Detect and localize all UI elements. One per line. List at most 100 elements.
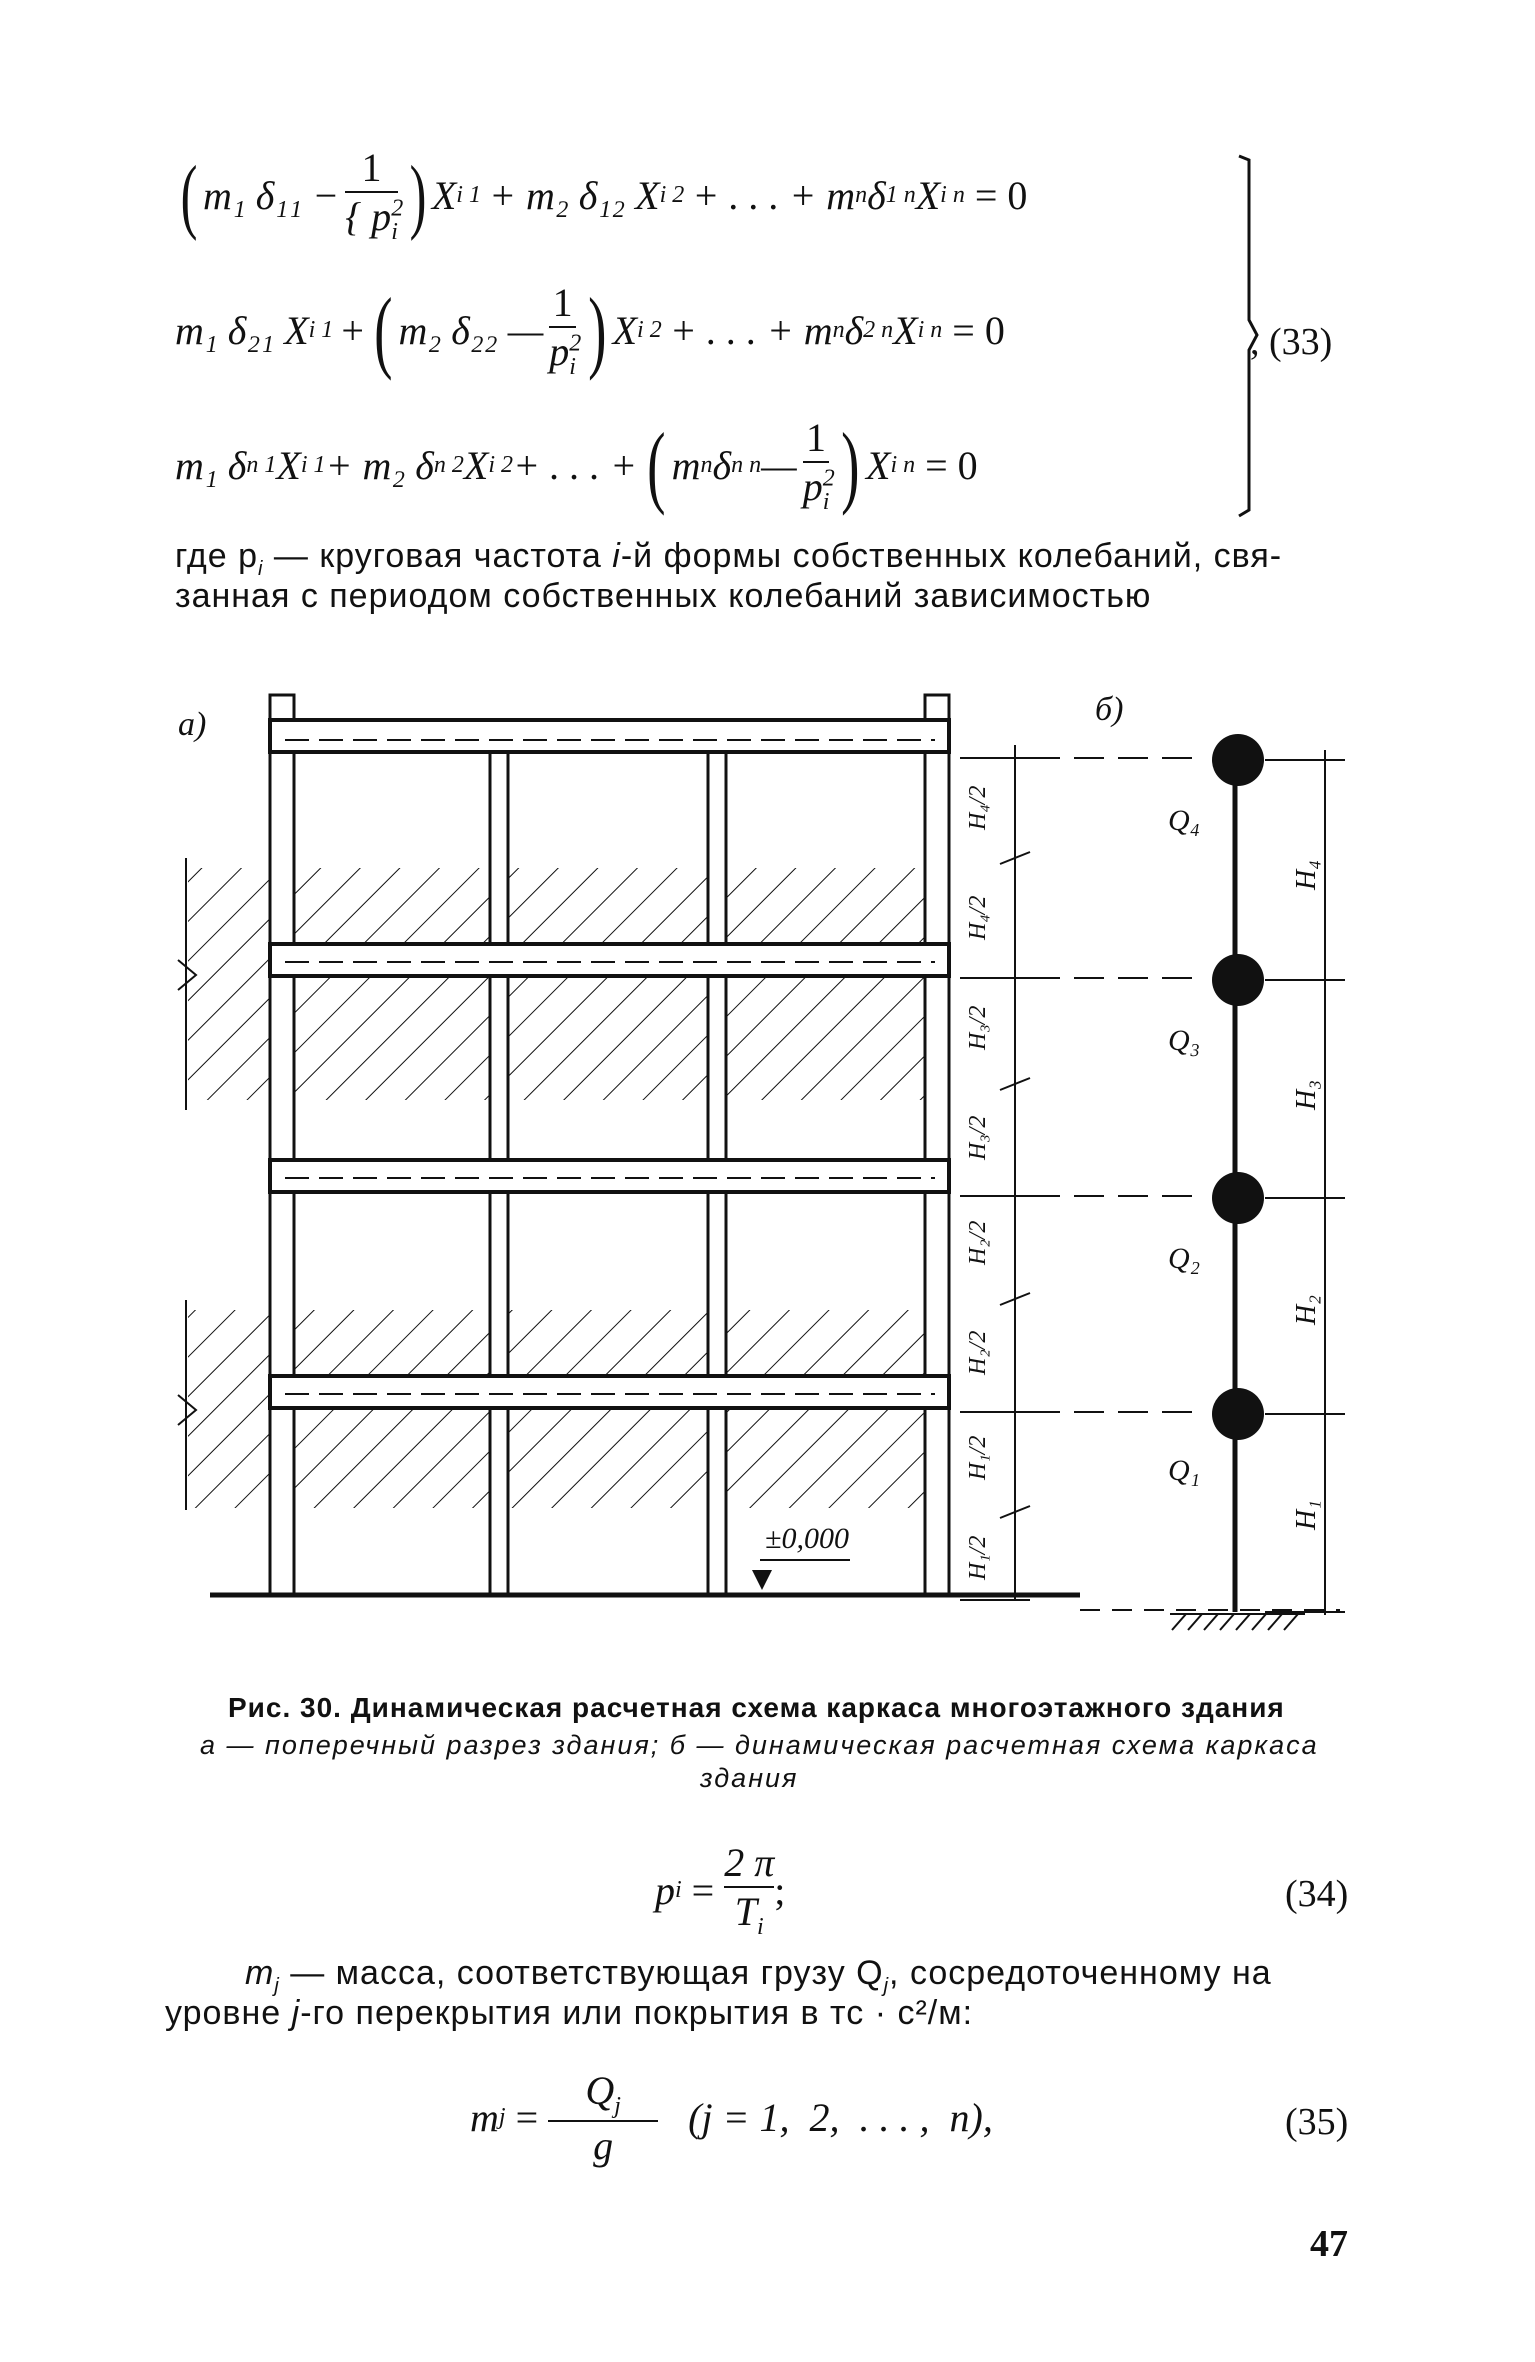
- equation-33-number: , (33): [1250, 321, 1333, 363]
- term: m₁ δ₂₁ X: [175, 307, 309, 353]
- panel-label-a: а): [178, 706, 206, 743]
- figure-caption-title: Рис. 30. Динамическая расчетная схема ка…: [228, 1692, 1285, 1723]
- sub: n 1: [246, 451, 277, 478]
- text: -го перекрытия или покрытия в тс · с²/м:: [300, 1994, 974, 2032]
- fraction: 1 p2i: [549, 279, 581, 381]
- fraction-bar: [549, 326, 576, 328]
- text: где p: [175, 537, 258, 575]
- paren-open: (: [180, 148, 198, 242]
- sub: i 2: [488, 451, 513, 478]
- num-sub: j: [614, 2092, 621, 2119]
- sub: i 1: [308, 316, 334, 343]
- text-mass-line-2: уровне j-го перекрытия или покрытия в тс…: [165, 1990, 973, 2036]
- half-height-label: H₃/2: [965, 1006, 991, 1051]
- sub: i: [257, 557, 264, 580]
- column-right: [923, 693, 951, 1597]
- half-height-label: H₃/2: [965, 1116, 991, 1161]
- panel-label-b: б): [1095, 691, 1123, 728]
- text-mass-line-1: mj — масса, соответствующая грузу Qj, со…: [245, 1950, 1272, 2009]
- term: δ: [844, 307, 864, 353]
- load-label: Q₃: [1168, 1024, 1200, 1057]
- scheme-dimension-ticks: [1265, 759, 1345, 1613]
- paren-close: ): [409, 148, 427, 242]
- term: m₂ δ₂₂ —: [398, 307, 544, 353]
- sub: 2 n: [863, 316, 894, 343]
- plus: +: [341, 307, 364, 353]
- sub: j: [274, 1974, 280, 1997]
- sub: j: [883, 1974, 890, 1997]
- term: m₁ δ₁₁ −: [202, 172, 340, 218]
- sub: i n: [917, 316, 943, 343]
- den-base: p: [549, 329, 570, 374]
- half-height-label: H₂/2: [965, 1221, 991, 1266]
- paren-close: ): [588, 279, 607, 381]
- hatch-zone-upper: [188, 868, 948, 1100]
- fraction-denominator: g: [593, 2122, 614, 2168]
- fraction-numerator: 2 π: [724, 1840, 775, 1885]
- figure-caption-subtitle-2: здания: [700, 1763, 799, 1793]
- text: — круговая частота: [263, 537, 613, 575]
- text: — масса, соответствующая грузу Q: [279, 1954, 884, 1992]
- mass-node-4: [1212, 734, 1264, 786]
- column-left: [268, 693, 296, 1597]
- term: m₁ δ: [175, 442, 247, 488]
- den-sub: i: [822, 489, 830, 515]
- load-label: Q₄: [1168, 804, 1200, 837]
- height-label: H₄: [1291, 860, 1322, 891]
- fraction-denominator: p2i: [549, 328, 581, 381]
- sub: n: [855, 181, 868, 208]
- sub: i 1: [456, 181, 481, 208]
- den-sub: i: [757, 1914, 764, 1940]
- sub: 1 n: [885, 181, 916, 208]
- semicolon: ;: [774, 1867, 786, 1913]
- term: X: [612, 307, 638, 353]
- text-where-line-2: занная с периодом собственных колебаний …: [175, 577, 1152, 615]
- fraction-numerator: 1: [552, 280, 573, 325]
- sub: n: [832, 316, 845, 343]
- mass-node-3: [1212, 954, 1264, 1006]
- fraction-numerator: 1: [361, 145, 382, 190]
- rhs: = 0: [952, 307, 1005, 353]
- slab-floor-2: [268, 1158, 951, 1194]
- fraction-denominator: Ti: [735, 1888, 764, 1941]
- fraction-bar: [802, 461, 830, 463]
- den-sup: 2: [569, 330, 582, 357]
- sub: i 2: [637, 316, 662, 343]
- half-height-label: H₁/2: [965, 1436, 991, 1481]
- dimension-ticks: [960, 757, 1031, 1601]
- fraction-numerator: 1: [806, 415, 827, 460]
- equals: =: [505, 2095, 549, 2140]
- sub: j: [498, 2104, 506, 2130]
- term: + m₂ δ₁₂ X: [488, 172, 660, 218]
- elevation-arrow: [752, 1570, 772, 1590]
- equation-35-number: (35): [1285, 2101, 1349, 2143]
- lhs: m: [470, 2095, 499, 2140]
- term: X: [463, 442, 489, 488]
- sub: i 1: [300, 451, 326, 478]
- half-height-label: H₁/2: [965, 1536, 991, 1581]
- fraction-bar: [548, 2119, 659, 2122]
- fraction-numerator: Qj: [585, 2067, 621, 2120]
- elevation-label: ±0,000: [765, 1522, 849, 1555]
- italic-j: j: [291, 1994, 301, 2032]
- load-label: Q₁: [1168, 1454, 1200, 1487]
- lhs: p: [655, 1867, 675, 1913]
- fraction: Qj g: [548, 2067, 659, 2169]
- load-label: Q₂: [1168, 1242, 1200, 1275]
- text: уровне: [165, 1994, 292, 2032]
- paren-close: ): [841, 414, 860, 516]
- break-mark-lower: [177, 1394, 198, 1426]
- sub: n n: [731, 451, 762, 478]
- half-height-label: H₄/2: [965, 896, 991, 941]
- term: X: [893, 307, 918, 353]
- term: + . . . +: [513, 442, 637, 488]
- sub: n: [700, 451, 713, 478]
- sub: i n: [890, 451, 916, 478]
- text: , сосредоточенному на: [889, 1954, 1272, 1992]
- term: + m₂ δ: [325, 442, 434, 488]
- slab-floor-3: [268, 942, 951, 978]
